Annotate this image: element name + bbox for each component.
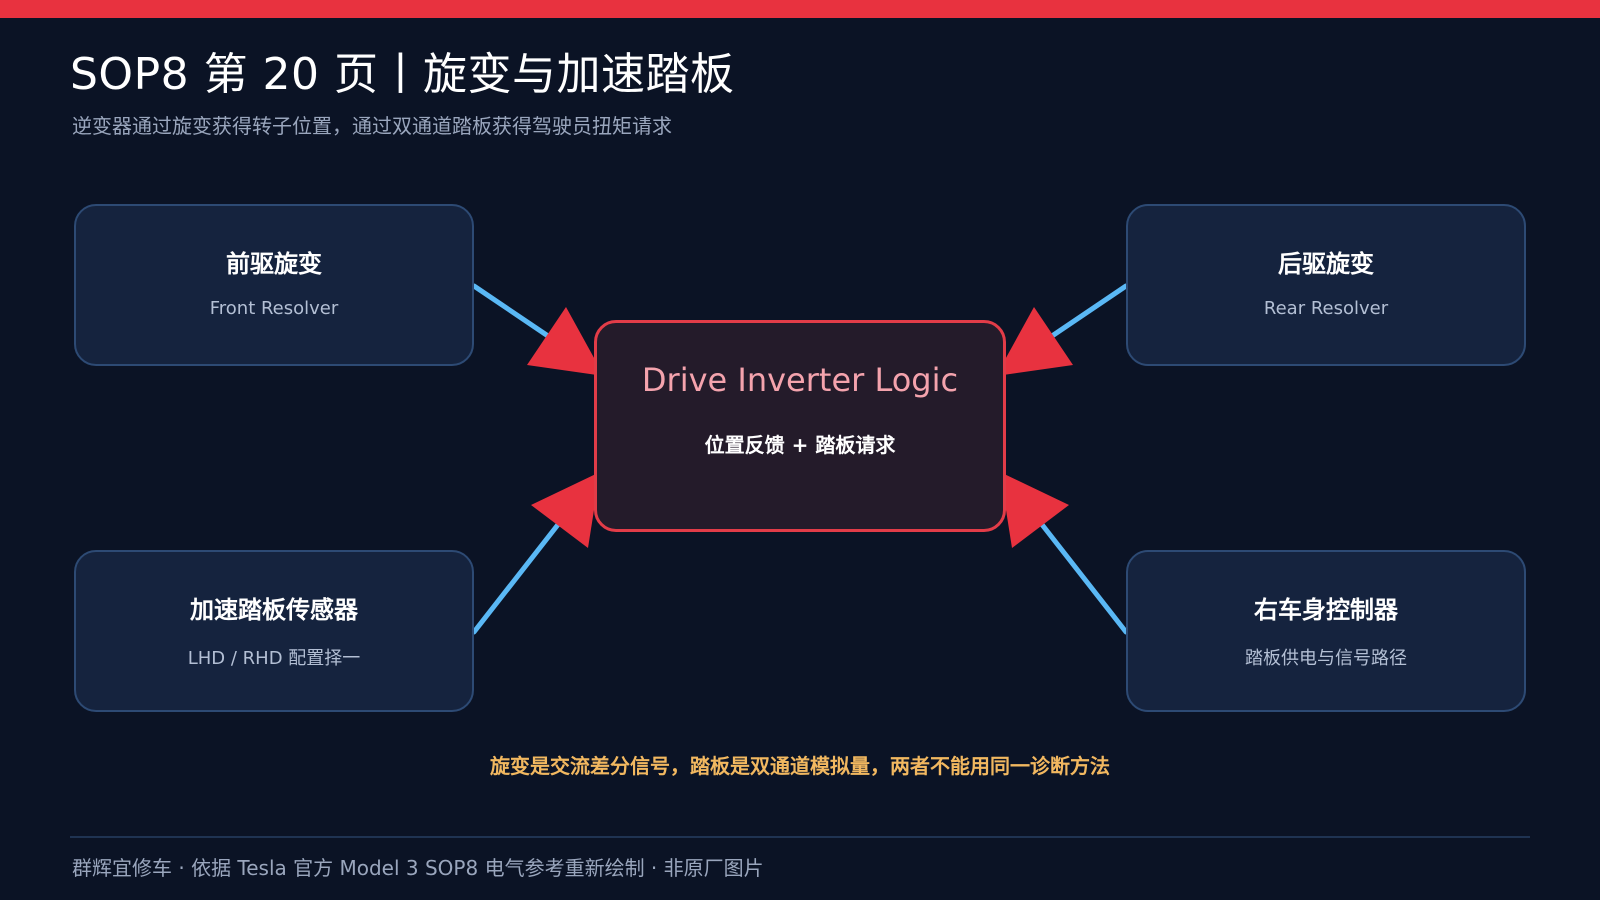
node-pedal-sensor: 加速踏板传感器 LHD / RHD 配置择一 (74, 550, 474, 712)
diagnostic-note: 旋变是交流差分信号，踏板是双通道模拟量，两者不能用同一诊断方法 (490, 754, 1110, 778)
node-subtitle: Front Resolver (209, 298, 339, 319)
connector-rear-resolver (1049, 283, 1129, 339)
node-drive-inverter-logic: Drive Inverter Logic 位置反馈 + 踏板请求 (594, 320, 1006, 532)
node-subtitle: 踏板供电与信号路径 (1245, 648, 1407, 669)
arrow-head-front-resolver (527, 307, 604, 376)
page-title: SOP8 第 20 页丨旋变与加速踏板 (70, 49, 735, 100)
node-body-controller: 右车身控制器 踏板供电与信号路径 (1126, 550, 1526, 712)
center-subtitle: 位置反馈 + 踏板请求 (704, 433, 896, 457)
node-subtitle: Rear Resolver (1263, 298, 1389, 319)
footer-divider (70, 836, 1530, 838)
node-title: 前驱旋变 (226, 250, 322, 278)
connector-body-controller (1037, 519, 1129, 635)
connector-front-resolver (471, 283, 551, 339)
node-subtitle: LHD / RHD 配置择一 (187, 648, 361, 669)
arrow-head-body-controller (1000, 472, 1069, 548)
node-rear-resolver: 后驱旋变 Rear Resolver (1126, 204, 1526, 366)
center-title: Drive Inverter Logic (641, 361, 959, 399)
page-subtitle: 逆变器通过旋变获得转子位置，通过双通道踏板获得驾驶员扭矩请求 (72, 114, 672, 138)
node-front-resolver: 前驱旋变 Front Resolver (74, 204, 474, 366)
connector-pedal-sensor (471, 519, 563, 635)
footer-credit: 群辉宜修车 · 依据 Tesla 官方 Model 3 SOP8 电气参考重新绘… (72, 856, 764, 880)
node-title: 加速踏板传感器 (190, 596, 358, 624)
arrow-head-rear-resolver (996, 307, 1073, 376)
arrow-head-pedal-sensor (531, 472, 600, 548)
node-title: 后驱旋变 (1278, 250, 1374, 278)
top-accent-bar (0, 0, 1600, 18)
node-title: 右车身控制器 (1254, 596, 1398, 624)
